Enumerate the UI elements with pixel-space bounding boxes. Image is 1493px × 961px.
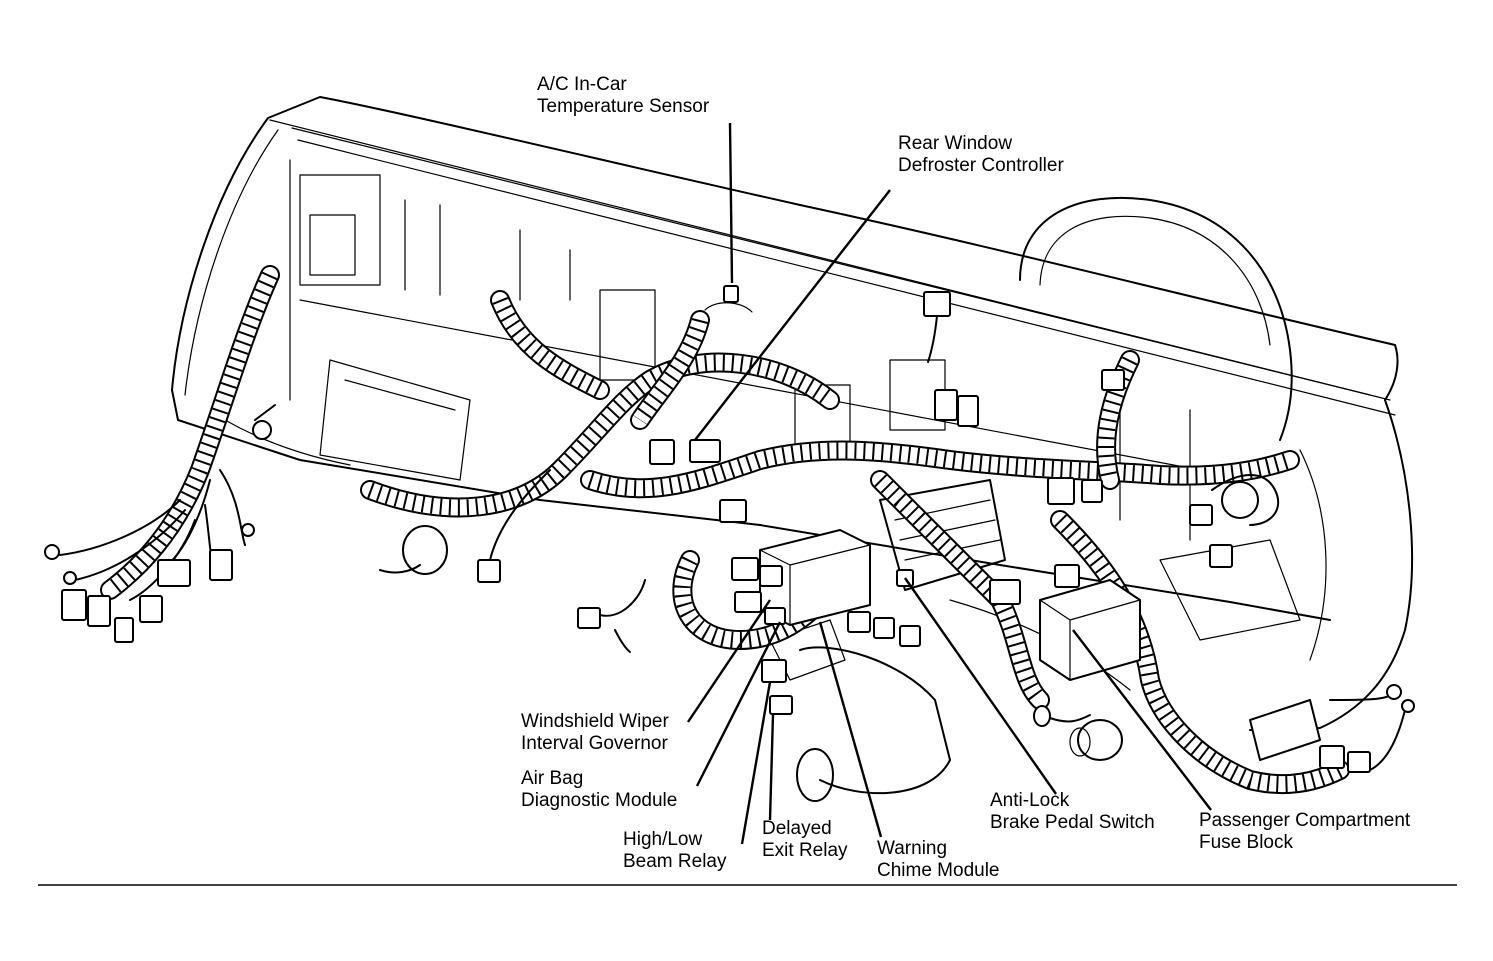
- label-wiper-governor-line2: Interval Governor: [521, 733, 668, 754]
- leader-wiper-governor: [687, 599, 771, 723]
- label-brake-switch-line1: Anti-Lock: [990, 790, 1070, 811]
- label-chime-module-line1: Warning: [877, 838, 948, 859]
- label-beam-relay-line1: High/Low: [623, 829, 703, 850]
- right-bottom-pigtails: [1249, 684, 1415, 773]
- leader-airbag-module: [695, 621, 782, 787]
- label-brake-switch: Anti-Lock Brake Pedal Switch: [990, 790, 1155, 834]
- label-exit-relay-line2: Exit Relay: [762, 840, 848, 861]
- label-fuse-block-line1: Passenger Compartment: [1199, 810, 1411, 831]
- label-ac-sensor-line2: Temperature Sensor: [537, 96, 710, 117]
- label-rear-defroster: Rear Window Defroster Controller: [898, 133, 1064, 177]
- label-exit-relay-line1: Delayed: [762, 818, 832, 839]
- brake-switch-component: [1033, 705, 1123, 761]
- relay-center-block: [731, 529, 871, 715]
- label-ac-sensor-line1: A/C In-Car: [537, 74, 627, 95]
- leader-brake-switch: [904, 577, 1057, 795]
- fuse-block-component: [989, 564, 1141, 681]
- label-exit-relay: Delayed Exit Relay: [762, 818, 848, 862]
- ac-sensor-component: [704, 285, 753, 313]
- label-airbag-module-line1: Air Bag: [521, 768, 584, 789]
- label-chime-module: Warning Chime Module: [877, 838, 1000, 882]
- leader-beam-relay: [740, 681, 772, 845]
- label-rear-defroster-line2: Defroster Controller: [898, 155, 1064, 176]
- leader-fuse-block: [1072, 629, 1212, 811]
- label-rear-defroster-line1: Rear Window: [898, 133, 1013, 154]
- main-wiring-harness: [100, 265, 1350, 795]
- left-harness-branches: [44, 404, 276, 643]
- label-beam-relay: High/Low Beam Relay: [623, 829, 727, 873]
- defroster-controller-component: [649, 439, 721, 465]
- leader-lines: [687, 122, 1212, 845]
- label-beam-relay-line2: Beam Relay: [623, 851, 727, 872]
- label-ac-sensor: A/C In-Car Temperature Sensor: [537, 74, 709, 118]
- dashboard-body: [171, 96, 1414, 802]
- leader-defroster: [694, 189, 891, 441]
- leader-exit-relay: [768, 713, 775, 821]
- leader-ac-sensor: [728, 122, 734, 284]
- center-lower-connectors: [379, 291, 1280, 653]
- label-brake-switch-line2: Brake Pedal Switch: [990, 812, 1155, 833]
- label-airbag-module-line2: Diagnostic Module: [521, 790, 678, 811]
- label-fuse-block: Passenger Compartment Fuse Block: [1199, 810, 1410, 854]
- label-fuse-block-line2: Fuse Block: [1199, 832, 1293, 853]
- label-wiper-governor-line1: Windshield Wiper: [521, 711, 669, 732]
- label-wiper-governor: Windshield Wiper Interval Governor: [521, 711, 669, 755]
- leader-chime-module: [818, 621, 883, 838]
- label-airbag-module: Air Bag Diagnostic Module: [521, 768, 677, 812]
- label-chime-module-line2: Chime Module: [877, 860, 1000, 881]
